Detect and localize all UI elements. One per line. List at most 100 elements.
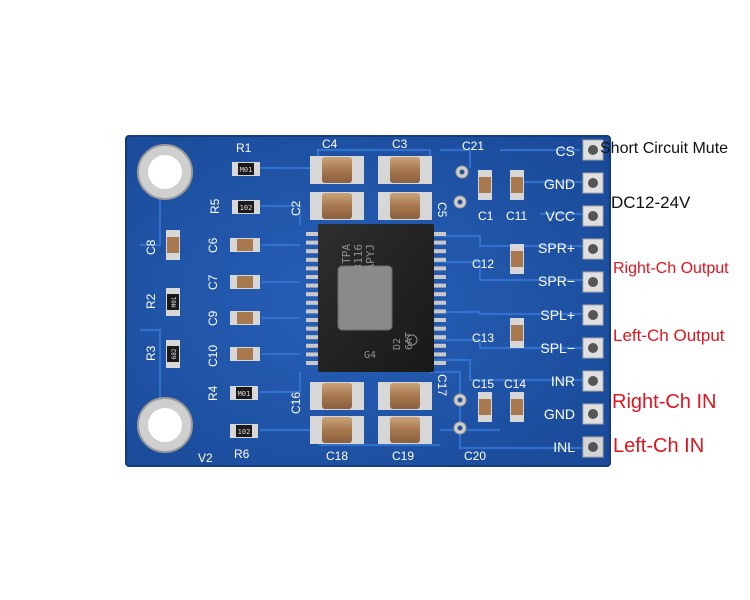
header-pin: [582, 271, 604, 293]
label-c16: C16: [289, 392, 303, 414]
chip-marking: TPA: [340, 244, 353, 264]
chip-marking: 3116: [352, 244, 365, 271]
resistor-r4: M01: [230, 386, 258, 400]
capacitor-c19: [378, 416, 432, 444]
resistor-code: M01: [171, 296, 178, 307]
label-r4: R4: [206, 385, 220, 401]
chip-pin: [432, 275, 446, 279]
pin-label-spl-minus: SPL−: [540, 340, 575, 356]
resistor-r6: 102: [230, 424, 258, 438]
label-r3: R3: [144, 345, 158, 361]
capacitor-c7: [230, 275, 260, 289]
mount-hole-top: [137, 144, 193, 200]
chip-pin: [306, 343, 320, 348]
callout-short-circuit-mute: Short Circuit Mute: [600, 140, 729, 157]
label-c6: C6: [206, 237, 220, 253]
label-c13: C13: [472, 331, 494, 345]
chip-pin: [306, 240, 320, 245]
chip-pin: [306, 335, 320, 340]
pin-labels: CS GND VCC SPR+ SPR− SPL+ SPL− INR GND I…: [538, 143, 575, 455]
chip-pin: [306, 309, 320, 314]
chip-marking: D2: [392, 338, 403, 350]
callout-dc-input: DC12-24V: [611, 193, 691, 212]
chip-pin: [432, 283, 446, 288]
chip-pin: [306, 266, 320, 271]
pin-label-inl: INL: [553, 439, 575, 455]
chip-pin: [432, 335, 446, 340]
resistor-code: 102: [238, 428, 251, 436]
label-c17: C17: [435, 374, 449, 396]
resistor-code: 682: [171, 348, 178, 359]
label-r5: R5: [208, 198, 222, 214]
callout-left-in: Left-Ch IN: [613, 435, 705, 457]
chip-marking: 6AT: [404, 332, 415, 350]
vias: [453, 165, 469, 435]
resistor-r3: 682: [166, 340, 180, 368]
chip-pin: [432, 318, 446, 322]
chip-pin: [432, 249, 446, 254]
chip-pin: [432, 240, 446, 245]
label-c5: C5: [435, 202, 449, 218]
header-pin: [582, 436, 604, 458]
pin-label-vcc: VCC: [545, 208, 575, 224]
chip-marking: APYJ: [364, 244, 377, 271]
callout-right-output: Right-Ch Output: [613, 260, 729, 277]
capacitor-c17: [378, 382, 432, 410]
chip-pin: [432, 343, 446, 348]
header-pin: [582, 205, 604, 227]
chip-pin: [306, 318, 320, 322]
label-c10: C10: [206, 345, 220, 367]
pin-label-cs: CS: [556, 143, 575, 159]
chip-pin: [306, 300, 320, 305]
callout-right-in: Right-Ch IN: [612, 391, 717, 413]
header-pin: [582, 139, 604, 161]
label-c11: C11: [506, 209, 527, 223]
chip-pin: [306, 352, 320, 357]
capacitor-c9: [230, 311, 260, 325]
ti-logo-icon: [406, 334, 418, 346]
label-c21: C21: [462, 139, 484, 153]
chip-pin: [306, 283, 320, 288]
label-r6: R6: [234, 447, 250, 461]
chip-pin: [432, 232, 446, 236]
header-pin: [582, 370, 604, 392]
label-c19: C19: [392, 449, 414, 463]
chip-pin: [432, 292, 446, 297]
label-c7: C7: [206, 274, 220, 290]
label-c15: C15: [472, 377, 494, 391]
pin-label-spr-minus: SPR−: [538, 273, 575, 289]
resistor-code: M01: [240, 166, 253, 174]
pin-label-inr: INR: [551, 373, 575, 389]
header-pin: [582, 238, 604, 260]
capacitor-c8: [166, 230, 180, 260]
resistor-code: 102: [240, 204, 253, 212]
capacitor-c10: [230, 347, 260, 361]
capacitor-c12: [510, 244, 524, 274]
chip-marking: G4: [364, 350, 376, 361]
capacitor-c6: [230, 238, 260, 252]
label-c12: C12: [472, 257, 494, 271]
chip-pin: [432, 300, 446, 305]
capacitor-c5: [378, 192, 432, 220]
label-c4: C4: [322, 137, 338, 151]
amplifier-chip: TPA 3116 APYJ D2 6AT G4: [318, 224, 434, 372]
label-c1: C1: [478, 209, 494, 223]
resistor-code: M01: [238, 390, 251, 398]
chip-pin: [306, 275, 320, 279]
label-c2: C2: [289, 200, 303, 216]
capacitor-c1: [478, 170, 492, 200]
chip-pin: [432, 352, 446, 357]
capacitor-c13: [510, 318, 524, 348]
header-pin: [582, 172, 604, 194]
callout-left-output: Left-Ch Output: [613, 326, 725, 345]
resistor-r2: M01: [166, 288, 180, 316]
capacitor-c18: [310, 416, 364, 444]
chip-pins: [306, 232, 446, 365]
chip-pin: [306, 361, 320, 365]
label-c18: C18: [326, 449, 348, 463]
capacitor-c11: [510, 170, 524, 200]
header-pin: [582, 403, 604, 425]
resistor-r1: M01: [232, 162, 260, 176]
label-c14: C14: [504, 377, 526, 391]
